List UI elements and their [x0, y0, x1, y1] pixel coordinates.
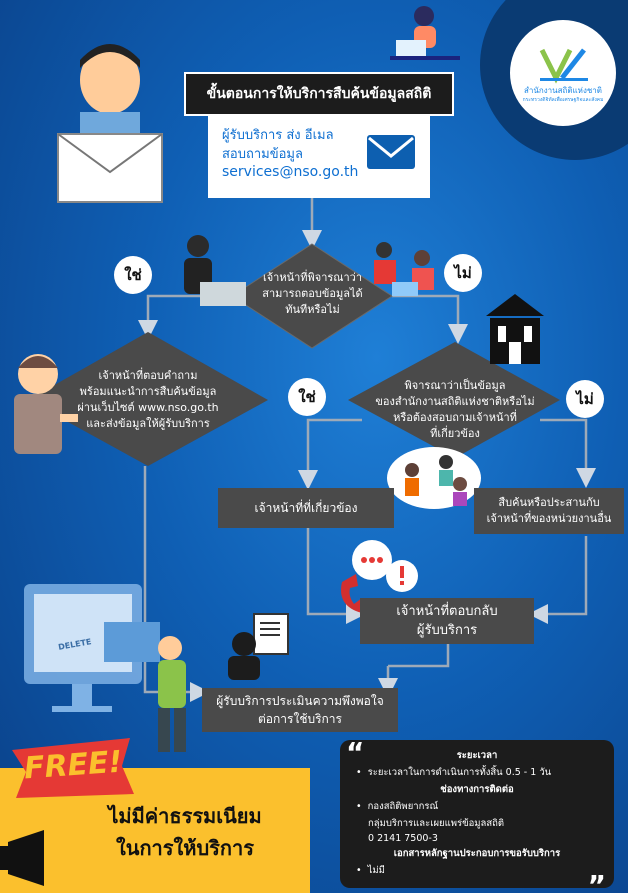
free-badge-icon: [12, 738, 134, 798]
building-icon: [486, 294, 544, 364]
evaluate-line2: ต่อการใช้บริการ: [258, 712, 342, 726]
decision-diamond-1: [231, 243, 393, 349]
reply-line2: ผู้รับบริการ: [416, 623, 478, 638]
answer-line2: พร้อมแนะนำการสืบค้นข้อมูล: [79, 385, 217, 398]
quote-close-icon: ”: [587, 869, 606, 893]
coord-line1: สืบค้นหรือประสานกับ: [498, 496, 600, 509]
contact-item-2: กลุ่มบริการและเผยแพร่ข้อมูลสถิติ: [368, 818, 505, 829]
coord-line2: เจ้าหน้าที่ของหน่วยงานอื่น: [486, 512, 612, 525]
megaphone-icon: [0, 830, 44, 886]
decision2-line1: พิจารณาว่าเป็นข้อมูล: [404, 379, 506, 392]
yes-label-1: ใช่: [114, 256, 152, 294]
time-item: ระยะเวลาในการดำเนินการทั้งสิ้น 0.5 - 1 ว…: [356, 765, 604, 780]
answer-line3: ผ่านเว็บไซต์ www.nso.go.th: [77, 401, 219, 414]
decision-diamond-2: [348, 342, 560, 458]
man-with-envelope-icon: [57, 44, 163, 203]
logo-mark-icon: [539, 48, 588, 84]
envelope-icon: [367, 135, 415, 169]
decision2-line4: ที่เกี่ยวข้อง: [430, 427, 480, 440]
evaluate-line1: ผู้รับบริการประเมินความพึงพอใจ: [216, 694, 384, 708]
evaluate-box: ผู้รับบริการประเมินความพึงพอใจ ต่อการใช้…: [202, 688, 398, 732]
group-discussion-icon: [387, 447, 481, 509]
contact-item-1: กองสถิติพยากรณ์: [356, 799, 604, 814]
contact-item-3: 0 2141 7500-3: [368, 833, 438, 844]
decision1-line3: ทันทีหรือไม่: [285, 303, 340, 316]
people-reading-icon: [374, 242, 434, 296]
woman-laptop-icon: [390, 6, 460, 60]
no-label-1: ไม่: [444, 254, 482, 292]
docs-item: ไม่มี: [356, 863, 604, 878]
decision2-line2: ของสำนักงานสถิติแห่งชาติหรือไม่: [375, 395, 535, 408]
decision1-line2: สามารถตอบข้อมูลได้: [262, 287, 363, 300]
decision1-line1: เจ้าหน้าที่พิจารณาว่า: [262, 271, 363, 284]
email-address-link[interactable]: services@nso.go.th: [222, 164, 359, 180]
computer-monitor-icon: [24, 584, 186, 752]
answer-text: เจ้าหน้าที่ตอบคำถาม พร้อมแนะนำการสืบค้นข…: [60, 368, 236, 432]
answer-line4: และส่งข้อมูลให้ผู้รับบริการ: [86, 417, 210, 430]
decision-diamond-answer: [28, 332, 268, 466]
yes-label-2: ใช่: [288, 378, 326, 416]
reply-line1: เจ้าหน้าที่ตอบกลับ: [396, 604, 498, 619]
step-send-email: ผู้รับบริการ ส่ง อีเมล สอบถามข้อมูล serv…: [208, 116, 430, 198]
no-label-2: ไม่: [566, 380, 604, 418]
logo-line1: สำนักงานสถิติแห่งชาติ: [524, 86, 602, 95]
docs-heading: เอกสารหลักฐานประกอบการขอรับบริการ: [393, 848, 561, 859]
coordinate-box: สืบค้นหรือประสานกับ เจ้าหน้าที่ของหน่วยง…: [474, 488, 624, 534]
step1-line2: สอบถามข้อมูล: [222, 147, 303, 162]
page-title: ขั้นตอนการให้บริการสืบค้นข้อมูลสถิติ: [184, 72, 454, 116]
support-agent-icon: [228, 613, 289, 680]
contact-heading: ช่องทางการติดต่อ: [440, 784, 514, 795]
phone-chat-icon: [341, 540, 418, 614]
staff-box: เจ้าหน้าที่ที่เกี่ยวข้อง: [218, 488, 394, 528]
decision1-text: เจ้าหน้าที่พิจารณาว่า สามารถตอบข้อมูลได้…: [240, 270, 385, 318]
free-badge-text: FREE!: [22, 744, 124, 787]
free-line2: ในการให้บริการ: [116, 836, 254, 860]
reply-box: เจ้าหน้าที่ตอบกลับ ผู้รับบริการ: [360, 598, 534, 644]
decision2-text: พิจารณาว่าเป็นข้อมูล ของสำนักงานสถิติแห่…: [354, 378, 556, 442]
officer-icon: [14, 354, 78, 454]
time-heading: ระยะเวลา: [456, 750, 498, 761]
quote-open-icon: “: [346, 736, 365, 769]
info-card: “ ” ระยะเวลา ระยะเวลาในการดำเนินการทั้งส…: [340, 736, 614, 893]
step1-line1: ผู้รับบริการ ส่ง อีเมล: [222, 128, 334, 143]
decision2-line3: หรือต้องสอบถามเจ้าหน้าที่: [393, 411, 517, 424]
free-text: ไม่มีค่าธรรมเนียม ในการให้บริการ: [70, 800, 300, 864]
free-line1: ไม่มีค่าธรรมเนียม: [108, 804, 262, 828]
staff-headset-laptop-icon: [184, 235, 246, 306]
answer-line1: เจ้าหน้าที่ตอบคำถาม: [98, 369, 198, 382]
nso-logo: สำนักงานสถิติแห่งชาติ กระทรวงดิจิทัลเพื่…: [510, 20, 616, 126]
logo-line2: กระทรวงดิจิทัลเพื่อเศรษฐกิจและสังคม: [522, 97, 604, 103]
